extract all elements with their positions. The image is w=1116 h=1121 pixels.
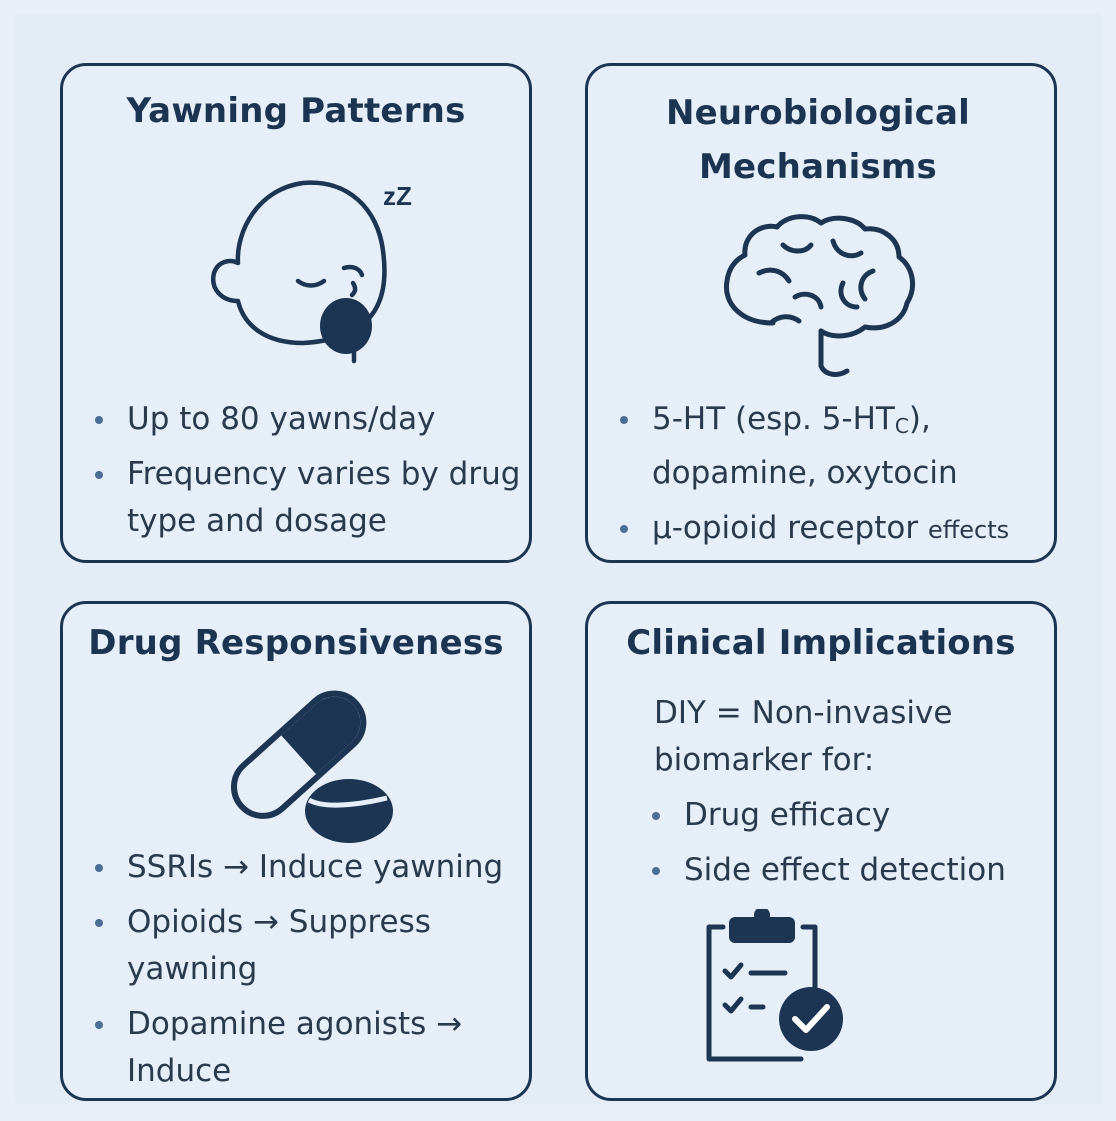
list-item: Side effect detection (648, 847, 1048, 894)
zz-text: zZ (383, 181, 412, 211)
card-title: Clinical Implications (626, 623, 1016, 663)
subscript: C (894, 414, 909, 438)
neurobiological-mechanisms-card: Neurobiological Mechanisms 5-HT (esp. 5-… (585, 63, 1057, 563)
intro-text: DIY = Non-invasive biomarker for: (654, 695, 953, 778)
card-title: Yawning Patterns (126, 91, 466, 131)
pills-icon (230, 690, 393, 843)
list-item: SSRIs → Induce yawning (91, 844, 521, 891)
bullet-text: μ-opioid receptor (652, 510, 928, 546)
clipboard-check-icon (706, 909, 843, 1062)
list-item: 5-HT (esp. 5-HTC), dopamine, oxytocin (616, 396, 1046, 497)
yawning-face-icon: zZ (210, 180, 412, 364)
list-item: Dopamine agonists → Induce (91, 1001, 521, 1095)
list-item: μ-opioid receptor effects (616, 505, 1046, 554)
card-title: Neurobiological Mechanisms (666, 93, 970, 187)
drug-responsiveness-card: Drug Responsiveness SSRIs → Induce yawni… (60, 601, 532, 1101)
list-item: Drug efficacy (648, 792, 1048, 839)
brain-icon (723, 214, 916, 377)
yawning-patterns-card: Yawning Patterns zZ Up to 80 yawns/day F… (60, 63, 532, 563)
clinical-implications-card: Clinical Implications DIY = Non-invasive… (585, 601, 1057, 1101)
list-item: Up to 80 yawns/day (91, 396, 521, 443)
bullet-text-small: effects (927, 516, 1010, 544)
card-title: Drug Responsiveness (88, 623, 504, 663)
list-item: Opioids → Suppress yawning (91, 899, 521, 993)
bullet-text: ), dopamine, oxytocin (652, 401, 958, 491)
list-item: Frequency varies by drug type and dosage (91, 451, 521, 545)
bullet-text: 5-HT (esp. 5-HT (652, 401, 895, 437)
